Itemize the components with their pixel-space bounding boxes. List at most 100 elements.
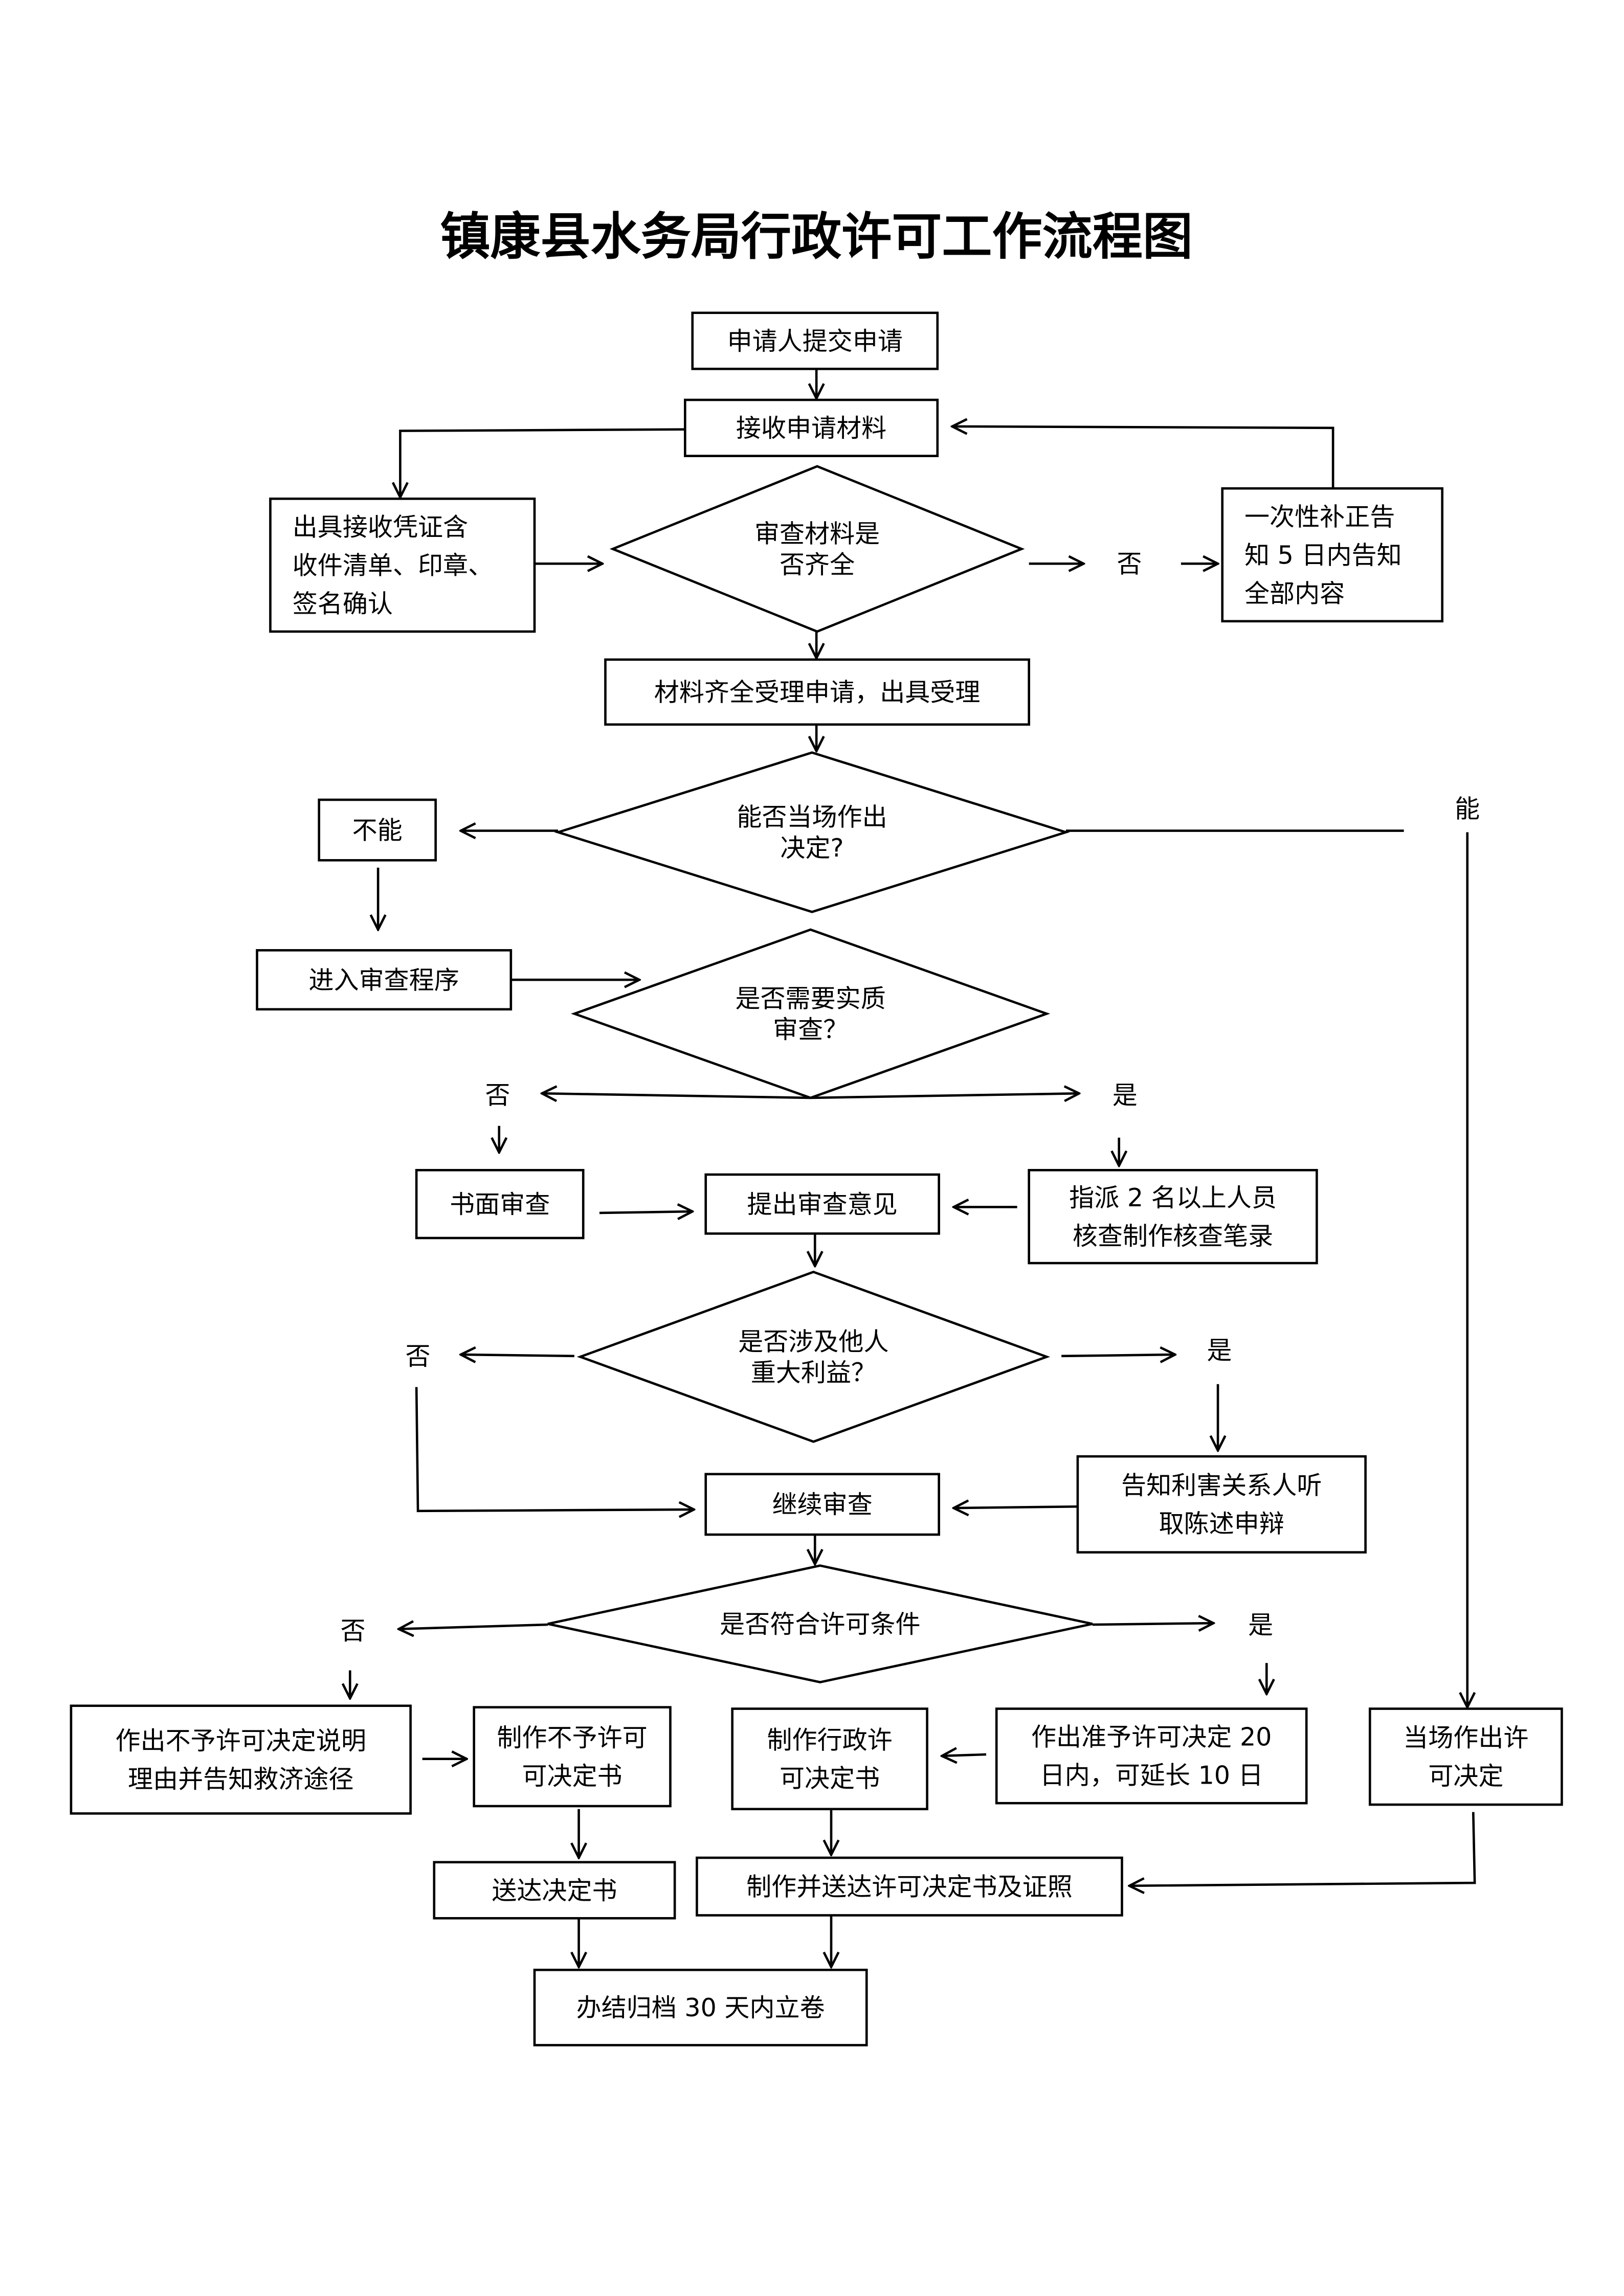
node-text: 送达决定书 [492, 1876, 617, 1905]
process-box [1076, 1455, 1367, 1554]
decision-diamond [571, 928, 1051, 1099]
node-text: 办结归档 30 天内立卷 [576, 1993, 825, 2022]
node-text: 申请人提交申请 [727, 326, 903, 356]
edge-label-substantive-yes: 是 [1113, 1080, 1138, 1110]
edge-label-complete-no: 否 [1117, 549, 1142, 579]
edge-label-interest-yes: 是 [1207, 1336, 1232, 1365]
decision-diamond [576, 1270, 1051, 1443]
node-text: 审查材料是 [754, 519, 880, 548]
node-text: 理由并告知救济途径 [128, 1764, 353, 1794]
node-text: 否齐全 [780, 550, 855, 579]
node-text: 作出准予许可决定 20 [1031, 1722, 1272, 1752]
flow-arrow [942, 1754, 987, 1756]
flow-arrow [954, 1506, 1078, 1508]
flow-arrow [400, 428, 685, 498]
process-box [604, 658, 1030, 726]
flow-arrow [542, 1093, 811, 1098]
flow-arrow [810, 1093, 1079, 1098]
page-title: 镇康县水务局行政许可工作流程图 [440, 207, 1193, 266]
process-box [533, 1968, 868, 2046]
decision-diamond [554, 751, 1070, 913]
flow-arrow [599, 1211, 693, 1213]
process-box [696, 1856, 1123, 1917]
node-text: 核查制作核查笔录 [1073, 1221, 1273, 1251]
node-continue: 继续审查 [704, 1473, 940, 1536]
process-box [415, 1168, 585, 1240]
edge-label-conditions-no: 否 [341, 1616, 366, 1646]
node-text: 制作并送达许可决定书及证照 [746, 1872, 1073, 1902]
node-text: 是否需要实质 [735, 983, 885, 1013]
node-deliver: 送达决定书 [433, 1861, 676, 1920]
node-text: 是否符合许可条件 [720, 1609, 920, 1639]
node-text: 制作不予许可 [497, 1723, 647, 1752]
node-text: 能否当场作出 [737, 802, 887, 831]
process-box [704, 1473, 940, 1536]
node-text: 当场作出许 [1403, 1723, 1528, 1752]
node-written-review: 书面审查 [415, 1168, 585, 1240]
process-box [691, 311, 939, 370]
node-text: 重大利益？ [751, 1358, 876, 1387]
process-box [684, 398, 939, 457]
process-box [704, 1173, 940, 1235]
node-text: 可决定书 [780, 1763, 880, 1793]
node-text: 出具接收凭证含 [293, 512, 468, 542]
flow-arrow [952, 426, 1334, 489]
node-text: 一次性补正告 [1244, 502, 1395, 531]
node-text: 可决定书 [522, 1761, 622, 1791]
node-text: 告知利害关系人听 [1121, 1471, 1322, 1500]
node-text: 日内，可延长 10 日 [1040, 1761, 1263, 1790]
process-box [995, 1707, 1308, 1805]
node-text: 材料齐全受理申请，出具受理 [654, 678, 981, 707]
node-text: 制作行政许 [767, 1725, 893, 1754]
node-text: 取陈述申辩 [1159, 1509, 1284, 1539]
node-text: 收件清单、印章、 [293, 551, 493, 580]
node-submit: 申请人提交申请 [691, 311, 939, 370]
node-archive: 办结归档 30 天内立卷 [533, 1968, 868, 2046]
node-text: 签名确认 [293, 589, 393, 619]
node-text: 指派 2 名以上人员 [1069, 1183, 1277, 1212]
flow-arrow [415, 1387, 694, 1511]
process-box [256, 949, 513, 1011]
process-box [318, 798, 437, 862]
node-text: 知 5 日内告知 [1244, 540, 1402, 570]
flow-arrow [1092, 1623, 1214, 1625]
node-text: 审查？ [773, 1015, 848, 1044]
flow-arrow [461, 1355, 574, 1356]
node-conditions: 是否符合许可条件 [547, 1564, 1093, 1683]
node-text: 决定? [780, 833, 843, 863]
node-text: 作出不予许可决定说明 [116, 1726, 366, 1755]
flow-arrow [1061, 1355, 1175, 1356]
node-text: 提出审查意见 [747, 1189, 898, 1219]
node-deliver-cert: 制作并送达许可决定书及证照 [696, 1856, 1123, 1917]
edge-label-onsite-yes: 能 [1455, 794, 1480, 824]
node-grant: 作出准予许可决定 20 日内，可延长 10 日 [995, 1707, 1308, 1805]
node-text: 全部内容 [1244, 578, 1345, 608]
node-receive: 接收申请材料 [684, 398, 939, 457]
node-text: 继续审查 [772, 1490, 873, 1519]
edge-label-substantive-no: 否 [485, 1080, 510, 1110]
process-box [269, 498, 536, 633]
process-box [433, 1861, 676, 1920]
node-cannot: 不能 [318, 798, 437, 862]
process-box [731, 1707, 928, 1811]
node-text: 书面审查 [450, 1189, 550, 1219]
node-text: 进入审查程序 [309, 965, 459, 995]
decision-diamond [609, 465, 1025, 633]
edge-label-conditions-yes: 是 [1248, 1610, 1273, 1639]
node-text: 可决定 [1428, 1761, 1503, 1791]
flow-arrow [1129, 1812, 1476, 1886]
node-enter-review: 进入审查程序 [256, 949, 513, 1011]
node-accept: 材料齐全受理申请，出具受理 [604, 658, 1030, 726]
node-text: 是否涉及他人 [738, 1326, 888, 1356]
